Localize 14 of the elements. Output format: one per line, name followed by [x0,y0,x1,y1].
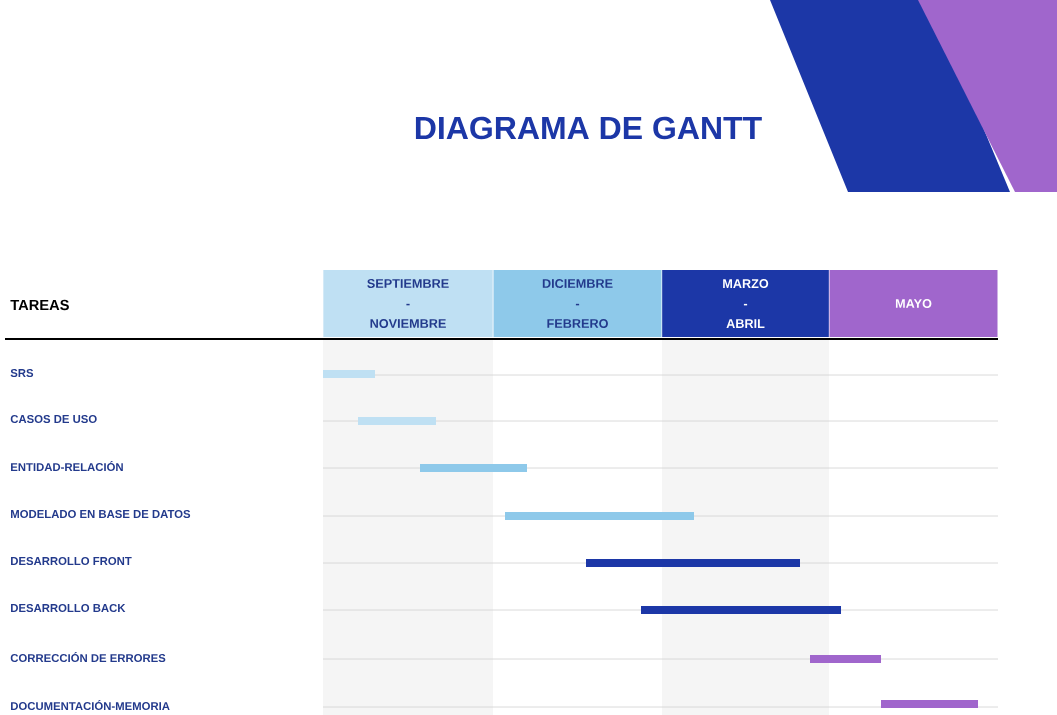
task-label: DESARROLLO FRONT [11,557,132,565]
column-header: DICIEMBRE - FEBRERO [493,270,662,337]
task-label: DOCUMENTACIÓN-MEMORIA [11,699,170,711]
column-header: MAYO [829,270,998,337]
task-label: DESARROLLO BACK [11,604,126,612]
task-label: CASOS DE USO [10,415,97,423]
column-header: MARZO - ABRIL [662,270,829,337]
task-label: MODELADO EN BASE DE DATOS [11,510,191,518]
column-header: SEPTIEMBRE - NOVIEMBRE [323,270,493,337]
column-heading: TAREAS [10,299,69,311]
task-label: SRS [10,369,34,377]
task-label: ENTIDAD-RELACIÓN [11,460,123,472]
title: DIAGRAMA DE GANTT [415,116,762,140]
task-label: CORRECCIÓN DE ERRORES [10,651,166,663]
